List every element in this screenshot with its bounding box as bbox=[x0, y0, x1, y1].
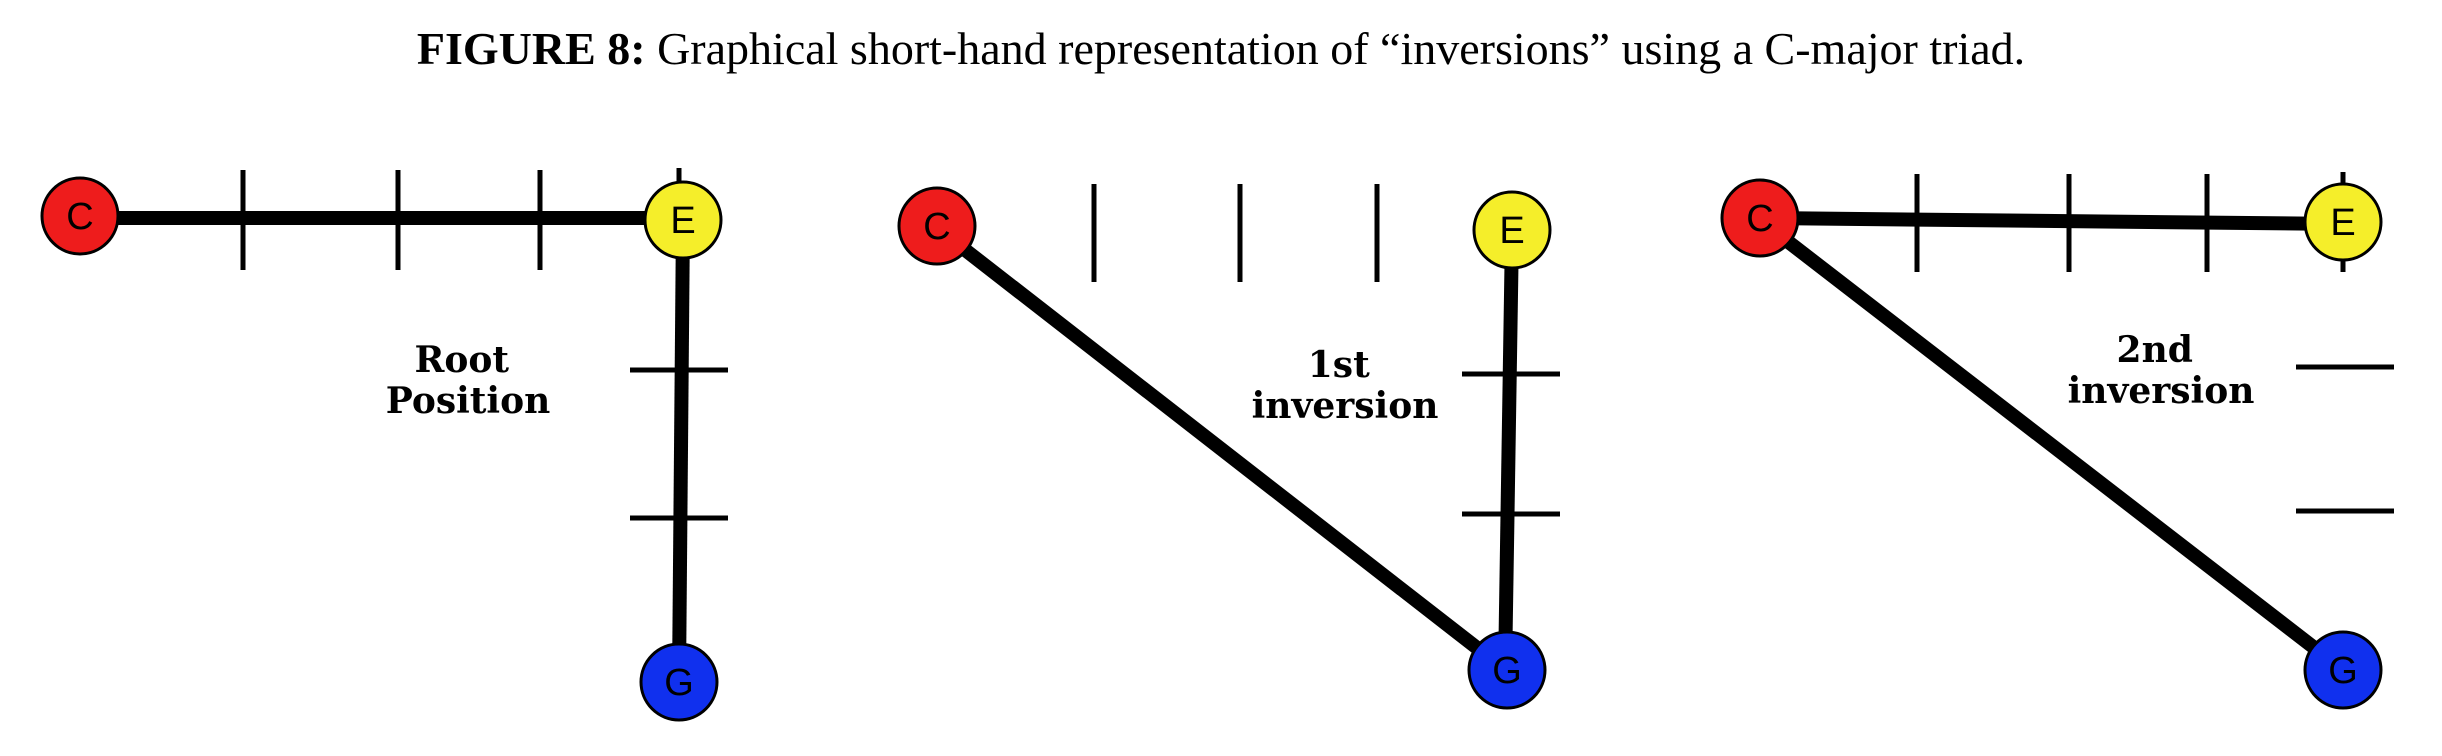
note-label-g: G bbox=[664, 662, 694, 704]
note-node-e: E bbox=[1472, 190, 1552, 270]
edge-c-g bbox=[932, 222, 1513, 678]
note-node-g: G bbox=[639, 642, 719, 722]
note-node-g: G bbox=[2303, 630, 2383, 710]
panel-root-position: C E G Root Position bbox=[40, 168, 728, 722]
figure-caption: FIGURE 8: Graphical short-hand represent… bbox=[0, 22, 2442, 75]
note-circle-g bbox=[639, 642, 719, 722]
figure-number: FIGURE 8: bbox=[416, 23, 646, 74]
note-label-e: E bbox=[2330, 202, 2355, 244]
figure-caption-text: Graphical short-hand representation of “… bbox=[645, 23, 2026, 74]
panel-label-line: Position bbox=[386, 380, 551, 422]
note-label-e: E bbox=[670, 200, 695, 242]
note-label-g: G bbox=[1492, 650, 1522, 692]
panel-second-inversion: C E G 2nd inversion bbox=[1720, 172, 2394, 710]
panel-label: Root Position bbox=[386, 339, 551, 422]
edge-e-g bbox=[1498, 231, 1519, 673]
note-circle-e bbox=[2303, 182, 2383, 262]
note-circle-e bbox=[643, 180, 723, 260]
note-circle-e bbox=[1472, 190, 1552, 270]
panel-label: 2nd inversion bbox=[2068, 329, 2255, 412]
panel-label-line: Root bbox=[414, 339, 509, 381]
note-node-c: C bbox=[1720, 178, 1800, 258]
note-label-c: C bbox=[923, 206, 950, 248]
note-label-c: C bbox=[66, 196, 93, 238]
note-circle-c bbox=[1720, 178, 1800, 258]
panel-label: 1st inversion bbox=[1252, 344, 1439, 427]
note-node-g: G bbox=[1467, 630, 1547, 710]
note-label-c: C bbox=[1746, 198, 1773, 240]
edge-c-e bbox=[1759, 211, 2346, 231]
note-node-e: E bbox=[2303, 182, 2383, 262]
edge-e-g bbox=[672, 217, 690, 681]
note-circle-c bbox=[897, 186, 977, 266]
note-circle-g bbox=[2303, 630, 2383, 710]
edge-c-g bbox=[1755, 214, 2348, 676]
note-node-c: C bbox=[40, 176, 120, 256]
note-node-e: E bbox=[643, 180, 723, 260]
panel-label-line: inversion bbox=[2068, 370, 2255, 412]
panel-label-line: 1st bbox=[1308, 344, 1370, 386]
note-node-c: C bbox=[897, 186, 977, 266]
note-label-g: G bbox=[2328, 650, 2358, 692]
note-circle-g bbox=[1467, 630, 1547, 710]
panel-label-line: inversion bbox=[1252, 385, 1439, 427]
panel-label-line: 2nd bbox=[2117, 329, 2193, 371]
note-circle-c bbox=[40, 176, 120, 256]
note-label-e: E bbox=[1499, 210, 1524, 252]
panel-first-inversion: C E G 1st inversion bbox=[897, 184, 1560, 710]
